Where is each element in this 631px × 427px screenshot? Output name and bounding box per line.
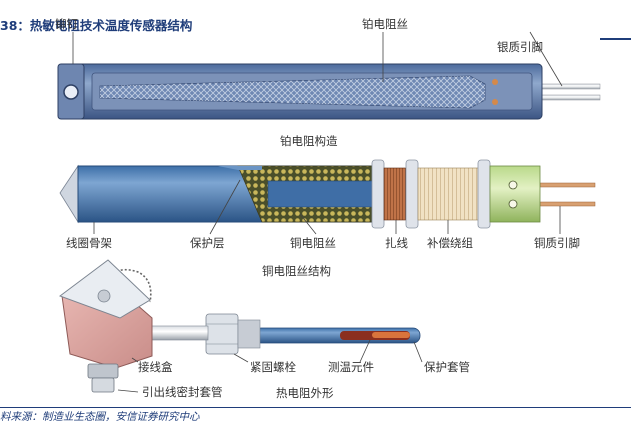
lead-end-cap [489, 165, 541, 223]
disc-2 [405, 159, 419, 229]
copper-lead-lower [539, 201, 596, 207]
leader-sensing-element [359, 339, 371, 363]
copper-resistor-drawing [59, 159, 596, 235]
protective-layer-edge [218, 166, 262, 170]
figure-title-text: ：热敏电阻技术温度传感器结构 [17, 18, 193, 33]
label-rivet: 铆钉 [55, 17, 78, 31]
connector-dot-2 [492, 99, 498, 105]
leader-protective-sleeve [413, 341, 423, 363]
label-coil-frame: 线圈骨架 [66, 236, 112, 250]
leader-seal-sleeve [117, 389, 139, 393]
label-compensation-winding: 补偿绕组 [427, 236, 473, 250]
connector-rod [149, 325, 209, 341]
leader-protective-layer [209, 179, 241, 235]
tie-wire-coil [383, 167, 407, 221]
label-silver-lead: 银质引脚 [497, 40, 543, 54]
silver-lead-upper [539, 83, 601, 90]
label-junction-box: 接线盒 [138, 360, 173, 374]
figure-title: 38：热敏电阻技术温度传感器结构 [0, 16, 192, 36]
label-protective-sleeve: 保护套管 [424, 360, 470, 374]
label-sensing-element: 测温元件 [328, 360, 374, 374]
leader-copper-wire [299, 213, 317, 235]
disc-1 [371, 159, 385, 229]
fastening-bolt [205, 313, 239, 355]
label-platinum-wire: 铂电阻丝 [362, 17, 408, 31]
source-note: 料来源：制造业生态圈，安信证券研究中心 [0, 411, 200, 423]
figure-number: 38 [0, 18, 18, 33]
title-rule [600, 38, 631, 40]
footer-rule [0, 407, 631, 408]
protective-layer-band [267, 180, 379, 208]
label-tie-wire: 扎线 [385, 236, 408, 250]
caption-copper: 铜电阻丝结构 [262, 264, 331, 278]
cap-knob [97, 289, 111, 303]
leader-bolt [233, 353, 249, 363]
label-copper-wire: 铜电阻丝 [290, 236, 336, 250]
connector-dot-1 [492, 79, 498, 85]
leader-silver-lead [529, 31, 563, 87]
copper-lead-upper [539, 182, 596, 188]
label-bolt: 紧固螺栓 [250, 360, 296, 374]
seal-sleeve [87, 363, 119, 379]
lead-hole-1 [508, 180, 518, 190]
rivet-hole [63, 84, 79, 100]
rtd-exterior-drawing [58, 259, 423, 393]
label-seal-sleeve: 引出线密封套管 [142, 385, 223, 399]
bolt-thread [237, 319, 261, 349]
cap-chain [91, 268, 152, 303]
platinum-resistor-drawing [57, 31, 601, 120]
leader-junction-box [131, 357, 139, 363]
disc-3 [477, 159, 491, 229]
silver-lead-lower [539, 94, 601, 101]
frame-tip [59, 164, 79, 224]
caption-platinum: 铂电阻构造 [280, 134, 338, 148]
label-protective-layer: 保护层 [190, 236, 225, 250]
sensing-element-tip [372, 332, 410, 338]
platinum-wire-mesh [100, 76, 485, 108]
lead-hole-2 [508, 199, 518, 209]
junction-box-cap [58, 259, 151, 319]
compensation-coil [417, 167, 479, 221]
caption-rtd-exterior: 热电阻外形 [276, 386, 334, 400]
seal-sleeve-nut [91, 377, 115, 393]
label-copper-lead: 铜质引脚 [534, 236, 580, 250]
